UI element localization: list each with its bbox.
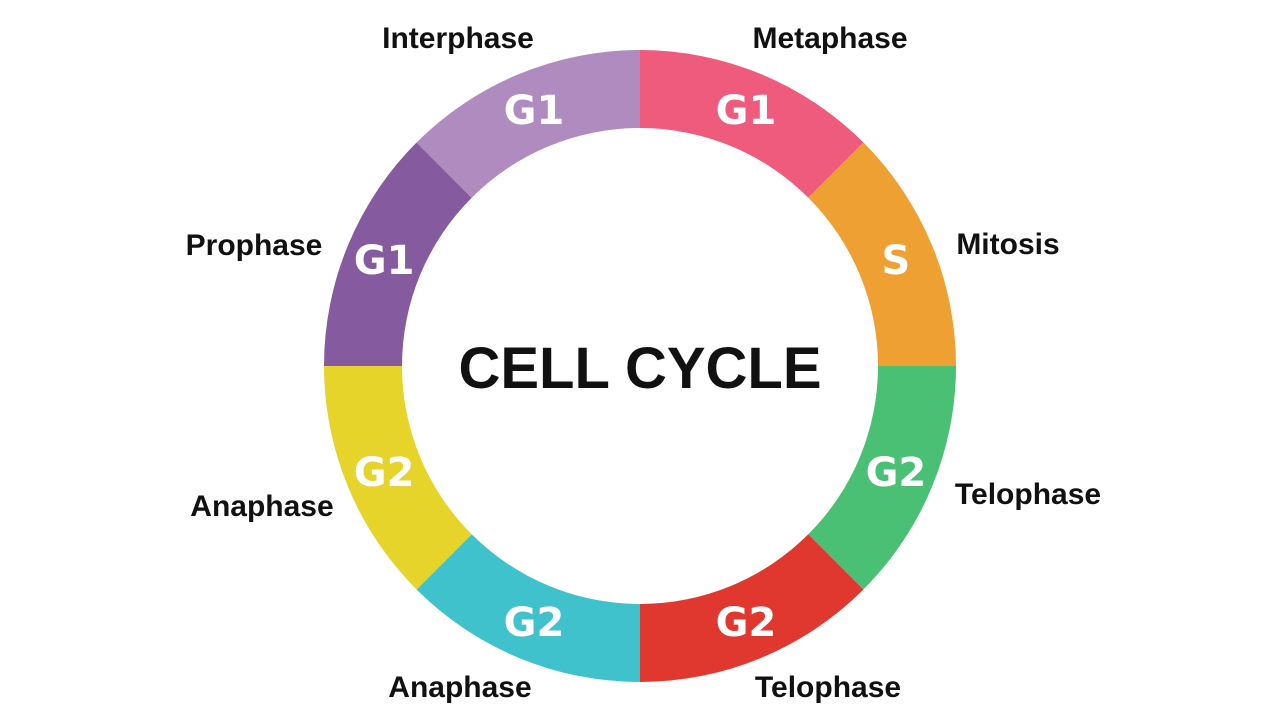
segment-label-2: S <box>882 238 911 284</box>
segment-label-6: G2 <box>354 450 415 496</box>
ring-segment-3 <box>808 366 957 590</box>
phase-label-telophase-bottom: Telophase <box>755 671 901 704</box>
segment-label-8: G1 <box>504 88 565 134</box>
ring-segment-8 <box>416 50 640 198</box>
ring-segments <box>324 50 957 682</box>
phase-label-mitosis: Mitosis <box>956 228 1059 261</box>
phase-label-anaphase-bottom: Anaphase <box>388 671 531 704</box>
segment-label-5: G2 <box>504 600 565 646</box>
phase-label-anaphase-left: Anaphase <box>190 490 333 523</box>
phase-labels: MetaphaseMitosisTelophaseTelophaseAnapha… <box>186 22 1101 704</box>
ring-segment-7 <box>324 142 472 366</box>
phase-label-telophase-right: Telophase <box>955 478 1101 511</box>
phase-label-interphase: Interphase <box>382 22 534 55</box>
phase-label-prophase: Prophase <box>186 229 323 262</box>
phase-label-metaphase-top: Metaphase <box>752 22 907 55</box>
ring-segment-4 <box>640 534 864 682</box>
ring-segment-5 <box>416 534 640 682</box>
ring-segment-1 <box>640 50 864 198</box>
segment-label-1: G1 <box>716 88 777 134</box>
ring-segment-6 <box>324 366 472 590</box>
segment-label-7: G1 <box>354 238 415 284</box>
segment-label-4: G2 <box>716 600 777 646</box>
ring-segment-2 <box>808 142 956 366</box>
segment-label-3: G2 <box>866 450 927 496</box>
center-title: CELL CYCLE <box>458 336 821 401</box>
